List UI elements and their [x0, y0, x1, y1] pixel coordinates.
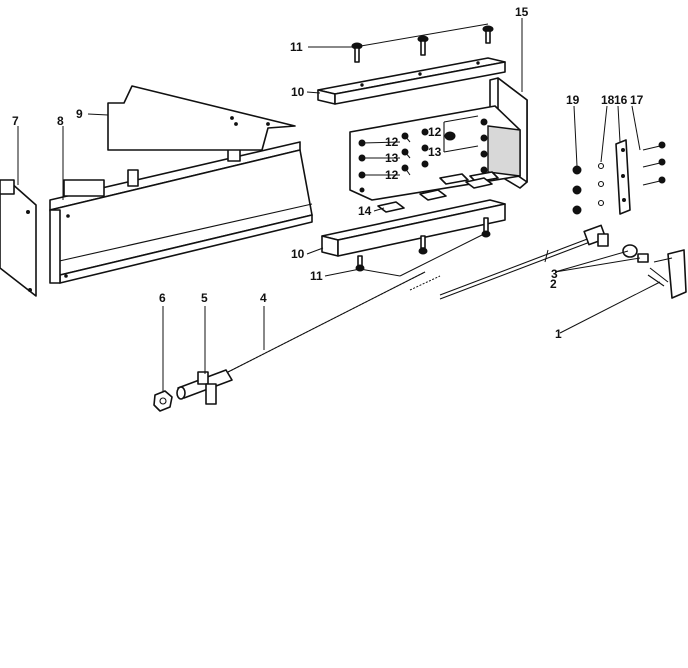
callout-19: 19 [566, 93, 580, 107]
part-1-crank-handle [647, 249, 687, 299]
part-10-top-bar [317, 57, 506, 105]
leader-lines [17, 18, 661, 392]
callout-18: 18 [601, 93, 615, 107]
callout-12-c: 12 [385, 168, 399, 182]
callout-11-top: 11 [290, 40, 303, 54]
part-18-washers [597, 162, 605, 207]
part-9-gusset [107, 85, 296, 151]
callout-6: 6 [159, 291, 166, 305]
part-2-collars [622, 244, 649, 263]
part-4-threaded-spring [227, 271, 441, 373]
callout-10-top: 10 [291, 85, 305, 99]
part-8-channel-plate [49, 141, 313, 284]
callout-14: 14 [358, 204, 372, 218]
part-3-rod [439, 224, 609, 300]
part-14-clips [377, 177, 493, 213]
callout-8: 8 [57, 114, 64, 128]
part-19-nuts [572, 165, 582, 215]
callout-4: 4 [260, 291, 267, 305]
callout-15: 15 [515, 5, 529, 19]
callout-9: 9 [76, 107, 83, 121]
part-15-end-bracket [349, 77, 528, 201]
callout-labels: 7 8 9 11 10 15 12 13 12 12 13 14 10 11 1… [12, 5, 644, 341]
callout-10-bottom: 10 [291, 247, 305, 261]
part-16-side-strip [615, 139, 631, 215]
callout-2: 2 [550, 277, 557, 291]
callout-12-a: 12 [385, 135, 399, 149]
part-6-hex-nut [153, 390, 173, 412]
callout-3: 3 [551, 267, 558, 281]
callout-17: 17 [630, 93, 644, 107]
callout-5: 5 [201, 291, 208, 305]
part-5-tee-fitting [176, 369, 233, 405]
callout-12-b: 12 [428, 125, 442, 139]
callout-13-b: 13 [428, 145, 442, 159]
callout-7: 7 [12, 114, 19, 128]
part-10-bottom-bar [321, 199, 506, 257]
callout-16: 16 [614, 93, 628, 107]
callout-11-bottom: 11 [310, 269, 323, 283]
callout-13-a: 13 [385, 151, 399, 165]
part-17-screws [642, 141, 666, 186]
callout-1: 1 [555, 327, 562, 341]
part-7-end-plate [0, 179, 37, 297]
